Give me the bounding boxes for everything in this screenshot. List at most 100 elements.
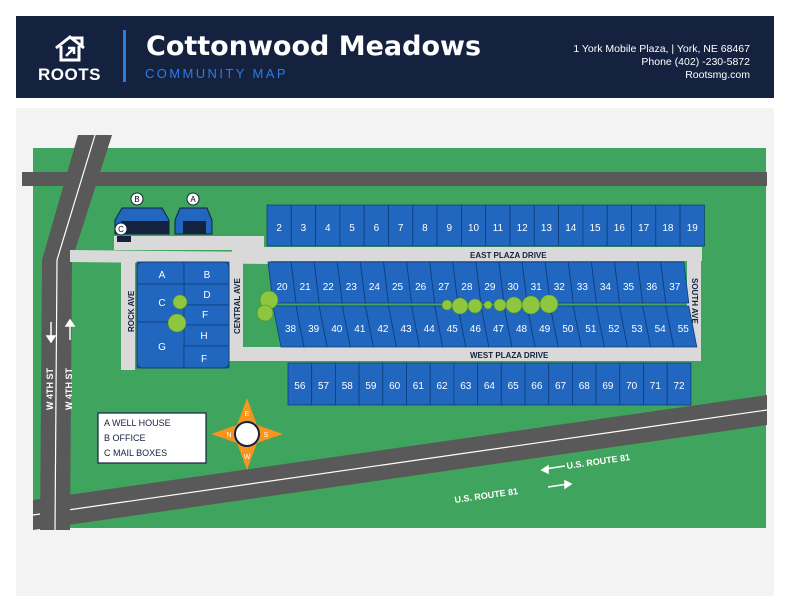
lot-number: 50: [562, 324, 574, 335]
traffic-arrows: [45, 318, 573, 490]
lot-number: 14: [565, 223, 577, 234]
lot: 7: [388, 204, 414, 247]
lot-number: 35: [623, 282, 635, 293]
lot-number: 11: [493, 223, 504, 234]
lot: 13: [533, 204, 559, 247]
compass-rose: E W N S: [211, 398, 283, 470]
tree: [539, 294, 559, 314]
west-lot-label: C: [158, 298, 165, 309]
lot-shape: [679, 204, 705, 247]
lot: 3: [290, 204, 317, 247]
lot: 19: [679, 204, 705, 247]
arrow-right-icon: [564, 479, 573, 490]
tree: [167, 313, 187, 333]
lot-shape: [665, 305, 698, 348]
lot-number: 15: [589, 223, 601, 234]
lot: 6: [363, 204, 389, 247]
compass-n: N: [226, 432, 231, 439]
lot: 60: [382, 362, 407, 406]
lot: 65: [500, 362, 526, 406]
west-lot-label: G: [158, 342, 166, 353]
south-ave-label: SOUTH AVE: [690, 278, 699, 324]
west-lot-label: F: [201, 354, 207, 365]
lot-number: 42: [377, 324, 389, 335]
contact-address: 1 York Mobile Plaza, | York, NE 68467: [573, 43, 750, 55]
tree: [467, 298, 483, 314]
lot-number: 57: [318, 381, 330, 392]
lot-number: 2: [276, 223, 282, 234]
lot: 2: [266, 204, 292, 247]
lot: 11: [485, 204, 511, 247]
lot-number: 36: [646, 282, 658, 293]
lot-number: 67: [555, 381, 567, 392]
marker-c: C: [118, 225, 124, 234]
lot: 9: [436, 204, 462, 247]
arrow-down-icon: [45, 335, 57, 344]
lot-number: 3: [301, 223, 307, 234]
lot: 68: [572, 362, 597, 406]
west-lot: H: [183, 324, 230, 347]
lot-number: 40: [331, 324, 343, 335]
tree: [483, 300, 493, 310]
compass-e: E: [245, 411, 250, 418]
lot-number: 41: [354, 324, 366, 335]
rock-ave-label: ROCK AVE: [127, 290, 136, 332]
central-ave-road: [229, 256, 243, 360]
legend-item: B OFFICE: [104, 433, 146, 443]
west-lot: A: [136, 261, 185, 285]
west-lot: B: [183, 261, 230, 285]
tree: [172, 294, 188, 310]
lot-number: 44: [424, 324, 436, 335]
lot-shape: [666, 362, 692, 406]
lot-number: 55: [678, 324, 690, 335]
lot: 61: [406, 362, 431, 406]
block-connector: [140, 253, 152, 259]
page-subtitle: COMMUNITY MAP: [145, 66, 288, 81]
lot-number: 8: [422, 223, 428, 234]
roots-house-icon: [55, 35, 85, 62]
west-lot-shape: [183, 345, 230, 369]
east-plaza-road: [232, 247, 702, 261]
lot-number: 26: [415, 282, 427, 293]
building-well-house: [174, 207, 213, 235]
lot-number: 4: [325, 223, 331, 234]
lot-number: 54: [655, 324, 667, 335]
lot-number: 23: [346, 282, 358, 293]
lot-number: 22: [323, 282, 335, 293]
lot: 8: [412, 204, 438, 247]
lot-number: 53: [631, 324, 643, 335]
lot-number: 24: [369, 282, 381, 293]
lot: 5: [339, 204, 365, 247]
lot: 69: [595, 362, 621, 406]
lot: 4: [315, 204, 341, 247]
contact-website: Rootsmg.com: [685, 69, 750, 81]
west-lot-label: B: [204, 270, 211, 281]
lot: 16: [606, 204, 632, 247]
west-lot: F: [183, 304, 230, 326]
lot-number: 9: [446, 223, 452, 234]
lot: 67: [548, 362, 573, 406]
legend-item: C MAIL BOXES: [104, 448, 167, 458]
compass-w: W: [244, 454, 251, 461]
lot-shape: [660, 261, 690, 304]
lot-number: 18: [662, 223, 674, 234]
tree: [505, 296, 523, 314]
lot-number: 66: [531, 381, 543, 392]
park-roads: [70, 236, 702, 370]
top-highway: [22, 172, 767, 186]
lot: 15: [582, 204, 608, 247]
lot-number: 32: [554, 282, 566, 293]
lot-number: 69: [602, 381, 614, 392]
logo-text: ROOTS: [38, 65, 101, 84]
legend-item: A WELL HOUSE: [104, 418, 171, 428]
lot-number: 71: [650, 381, 662, 392]
lot: 56: [287, 362, 313, 406]
arrow-up-icon: [64, 318, 76, 327]
lot-number: 38: [285, 324, 297, 335]
roads: [22, 134, 768, 531]
lot-number: 45: [447, 324, 459, 335]
lot-number: 19: [687, 223, 699, 234]
tree: [451, 297, 469, 315]
